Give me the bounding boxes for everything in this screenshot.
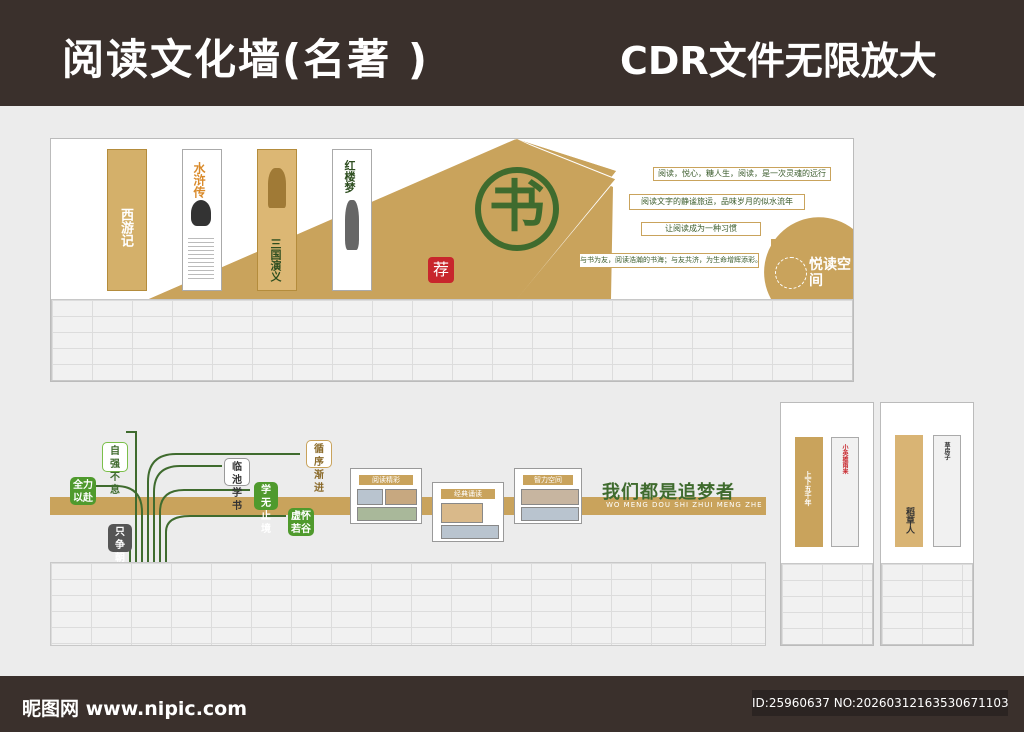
book-title: 三国演义	[269, 238, 282, 282]
panel-left-title: 上下五千年	[804, 471, 812, 506]
footer-bar: 昵图网 www.nipic.com ID:25960637 NO:2026031…	[0, 676, 1024, 732]
panel-left-board: 上下五千年	[795, 437, 823, 547]
tree-label-linchi: 临池学书	[224, 458, 250, 512]
text-block	[188, 238, 214, 282]
board-yuedu: 阅读精彩	[350, 468, 422, 524]
quote-banner-1: 阅读，悦心，糖人生，阅读，是一次灵魂的远行	[653, 167, 831, 181]
board-title: 智力空间	[523, 475, 573, 485]
board-picture	[385, 489, 417, 505]
panel-right-title: 小英雄雨来	[841, 444, 848, 474]
board-jingdian: 经典诵读	[432, 482, 504, 542]
board-title: 经典诵读	[441, 489, 495, 499]
corner-logo: 悦读空间	[809, 257, 851, 289]
emblem-char: 书	[489, 175, 545, 240]
bottom-wall: 自强不息 全力以赴 只争朝夕 临池学书 学无止境 循序渐进 虚怀若谷 阅读精彩 …	[50, 402, 766, 646]
tree-label-ziqiang: 自强不息	[102, 442, 128, 496]
board-picture	[357, 489, 383, 505]
footer-logo[interactable]: 昵图网 www.nipic.com	[22, 698, 248, 720]
top-wall: 西游记 水浒传 三国演义 红楼梦 荐 书 阅读，悦心，糖人生，阅读，是一次灵魂的…	[50, 138, 854, 382]
tree-label-zhizheng: 只争朝夕	[108, 524, 132, 577]
panel-right-board: 草房子	[933, 435, 961, 547]
side-panel-2: 稻草人 草房子	[880, 402, 974, 646]
side-panel-1: 上下五千年 小英雄雨来	[780, 402, 874, 646]
book-panel-sanguoyanyi: 三国演义	[257, 149, 297, 291]
top-wall-tiles	[51, 299, 853, 381]
slogan: 我们都是追梦者	[602, 482, 735, 503]
quote-banner-3: 让阅读成为一种习惯	[641, 222, 761, 236]
tree-label-xuewu: 学无止境	[254, 482, 278, 535]
page-subtitle: CDR文件无限放大	[620, 39, 937, 83]
book-title: 红楼梦	[343, 160, 356, 193]
book-panel-xiyouji: 西游记	[107, 149, 147, 291]
panel-tiles	[781, 563, 873, 645]
board-picture	[521, 507, 579, 521]
book-char-emblem: 书	[475, 167, 559, 251]
book-title: 水浒传	[192, 162, 206, 198]
quote-banner-4: 与书为友，阅读浩瀚的书海；与友共济，为生命增辉添彩。	[579, 253, 759, 268]
dandelion-icon	[775, 257, 807, 289]
seal-stamp: 荐	[428, 257, 454, 283]
board-picture	[441, 503, 483, 523]
tree-label-quanli: 全力以赴	[70, 477, 96, 505]
board-picture	[357, 507, 417, 521]
panel-right-board: 小英雄雨来	[831, 437, 859, 547]
quote-banner-2: 阅读文字的静谧旅运，品味岁月的似水流年	[629, 194, 805, 210]
board-picture	[521, 489, 579, 505]
board-title: 阅读精彩	[359, 475, 413, 485]
header-bar: 阅读文化墙(名著 ) CDR文件无限放大	[0, 0, 1024, 106]
book-title: 西游记	[118, 208, 133, 247]
bottom-wall-tiles	[50, 562, 766, 646]
figure-icon	[345, 200, 359, 250]
panel-left-board: 稻草人	[895, 435, 923, 547]
footer-id: ID:25960637 NO:20260312163530671103	[752, 690, 1009, 716]
board-zhili: 智力空间	[514, 468, 582, 524]
page-title: 阅读文化墙(名著 )	[62, 35, 430, 84]
panel-right-title: 草房子	[943, 442, 950, 460]
slogan-pinyin: WO MENG DOU SHI ZHUI MENG ZHE	[606, 501, 763, 509]
panel-tiles	[881, 563, 973, 645]
panel-left-title: 稻草人	[904, 507, 914, 534]
tree-label-xuhuai: 虚怀若谷	[288, 508, 314, 536]
tree-label-xunxu: 循序渐进	[306, 440, 332, 494]
figure-icon	[191, 200, 211, 226]
board-picture	[441, 525, 499, 539]
design-canvas: 西游记 水浒传 三国演义 红楼梦 荐 书 阅读，悦心，糖人生，阅读，是一次灵魂的…	[0, 106, 1024, 676]
book-panel-shuihuzhuan: 水浒传	[182, 149, 222, 291]
figure-icon	[268, 168, 286, 208]
tree-lines	[92, 431, 300, 562]
book-panel-honglongmeng: 红楼梦	[332, 149, 372, 291]
